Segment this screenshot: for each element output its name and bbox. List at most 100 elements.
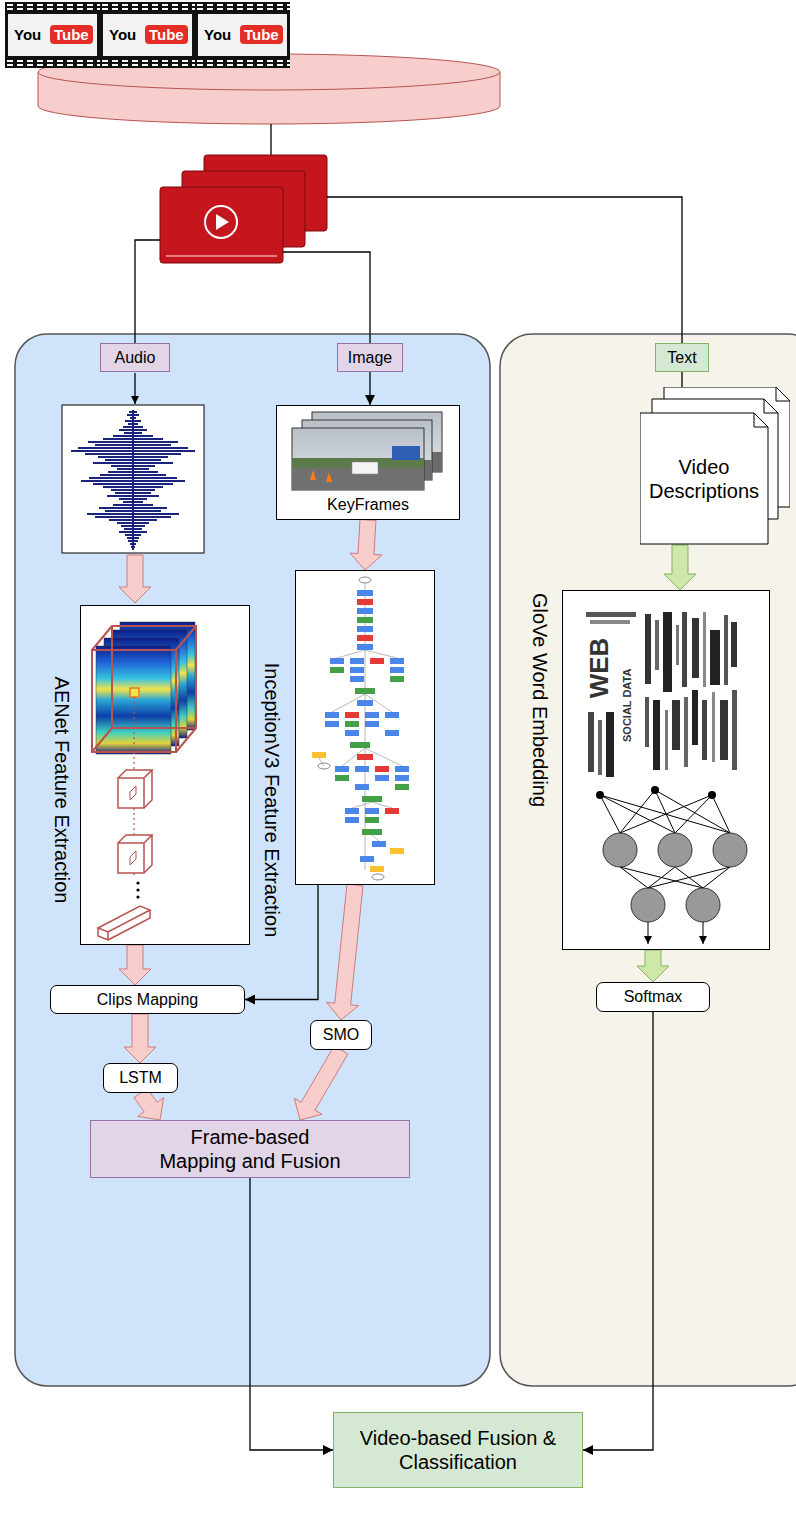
process-box: Softmax — [596, 982, 710, 1012]
layer-block — [345, 808, 359, 814]
modality-tag: Audio — [100, 343, 170, 372]
connector-arrow — [250, 1178, 333, 1450]
output-arrow — [703, 922, 704, 944]
layer-block — [350, 742, 370, 748]
logo-badge: Tube — [50, 25, 93, 44]
connector-arrow — [134, 373, 135, 404]
layer-block — [350, 676, 364, 682]
inception-graph — [312, 590, 409, 880]
network-dot — [651, 786, 659, 794]
word-mark — [682, 612, 687, 687]
layer-block — [357, 700, 373, 706]
connector-line — [283, 252, 370, 343]
block-arrow — [637, 950, 669, 982]
connector-line — [270, 124, 271, 155]
layer-block — [312, 752, 326, 758]
glove-ground — [562, 590, 770, 950]
layer-block — [395, 784, 409, 790]
network-dot — [708, 791, 716, 799]
word-mark — [731, 622, 737, 667]
ellipsis-dot — [136, 888, 139, 891]
node-label: AENet Feature Extraction — [50, 677, 74, 904]
document-fold — [754, 413, 768, 427]
network-dot — [596, 791, 604, 799]
layer-block — [390, 658, 404, 664]
word-mark — [720, 700, 728, 760]
word-mark — [590, 620, 630, 624]
word-mark — [655, 620, 659, 670]
conv-volume — [92, 626, 196, 752]
block-arrow — [119, 555, 151, 603]
node-label: Text — [667, 348, 696, 367]
layer-block — [390, 676, 404, 682]
layer-block — [345, 817, 359, 823]
node-label: Clips Mapping — [97, 990, 198, 1009]
modality-tag: Text — [655, 343, 709, 372]
layer-block — [357, 754, 373, 760]
word-mark — [692, 690, 698, 745]
document-fold — [764, 399, 778, 413]
play-icon — [216, 214, 229, 230]
waveform-box — [62, 405, 204, 553]
block-arrow — [134, 1088, 164, 1120]
block-arrow — [124, 1014, 156, 1063]
network-neuron — [658, 833, 692, 867]
layer-block — [355, 766, 369, 772]
film-strip — [100, 2, 195, 68]
layer-block — [355, 784, 369, 790]
word-mark — [676, 625, 679, 665]
ellipsis-dot — [136, 895, 139, 898]
layer-block — [357, 635, 373, 641]
graph-node — [359, 577, 371, 583]
node-label: Audio — [115, 348, 156, 367]
logo-badge: Tube — [145, 25, 188, 44]
filter-mark — [130, 786, 136, 800]
layer-block — [335, 766, 349, 772]
layer-block — [325, 721, 339, 727]
film-frame — [195, 2, 290, 68]
text-panel — [500, 334, 796, 1386]
layer-block — [372, 841, 386, 847]
graph-links — [319, 583, 402, 870]
node-label: Softmax — [624, 987, 683, 1006]
word-mark — [665, 710, 668, 770]
ellipsis-dot — [136, 881, 139, 884]
film-strip — [195, 2, 290, 68]
block-arrow — [327, 884, 363, 1020]
layer-block — [365, 808, 379, 814]
photo-sky — [292, 428, 424, 490]
photo-building — [392, 446, 420, 460]
layer-block — [362, 796, 382, 802]
layer-block — [390, 848, 404, 854]
document-stack: Video Descriptions — [640, 387, 790, 545]
play-button — [205, 206, 237, 238]
connector-arrow — [369, 372, 370, 405]
layer-block — [345, 721, 359, 727]
node-label: SMO — [323, 1025, 359, 1044]
document-fold — [776, 387, 790, 401]
layer-block — [370, 866, 384, 872]
layer-block — [357, 626, 373, 632]
film-holes — [100, 60, 195, 66]
word-mark — [653, 700, 660, 770]
block-arrow — [294, 1046, 348, 1120]
kernel-patch — [130, 688, 139, 697]
filter-mark — [130, 851, 136, 865]
film-frame — [100, 2, 195, 68]
layer-block — [360, 856, 374, 862]
word-mark — [732, 690, 737, 770]
feature-extractor-box: InceptionV3 Feature Extraction — [295, 570, 435, 885]
connector-arrow — [681, 372, 682, 387]
word-mark — [692, 618, 699, 678]
layer-block — [350, 658, 364, 664]
word-mark — [702, 700, 707, 760]
photo-truck — [352, 462, 378, 474]
film-holes — [100, 4, 195, 10]
film-strip — [5, 2, 100, 68]
layer-block — [345, 730, 359, 736]
layer-block — [350, 667, 364, 673]
output-arrow — [648, 922, 649, 944]
word-mark — [586, 612, 636, 617]
layer-block — [370, 658, 384, 664]
